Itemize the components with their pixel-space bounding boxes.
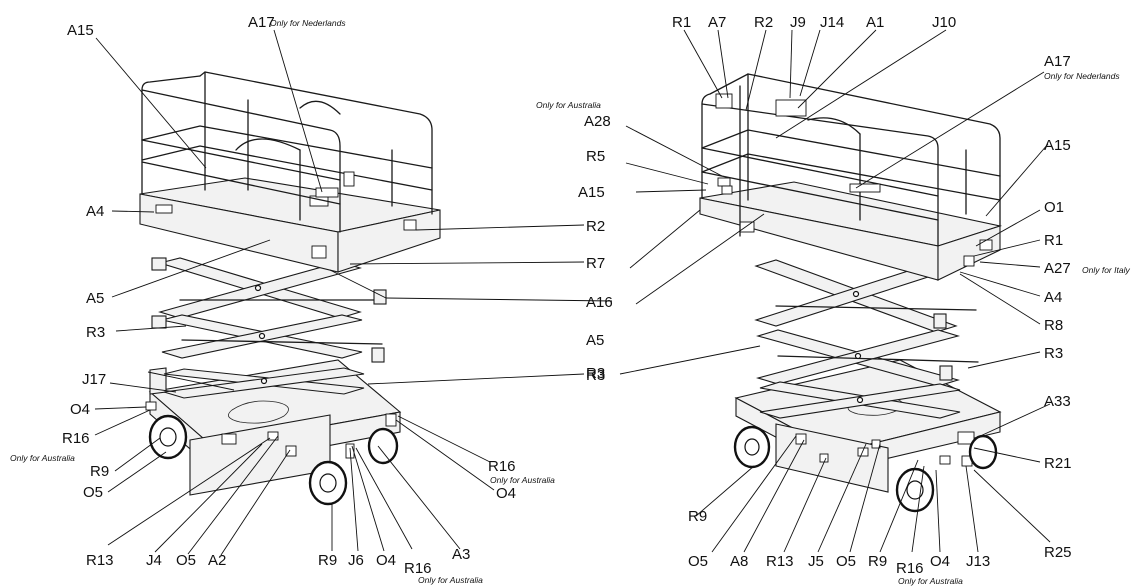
- label-a4: A4: [86, 203, 104, 220]
- label-r2-top: R2: [754, 14, 773, 31]
- label-a17: A17: [248, 14, 275, 31]
- note-only-australia-bottom-right: Only for Australia: [898, 576, 963, 586]
- label-o1: O1: [1044, 199, 1064, 216]
- label-r3-mid-right: R3: [586, 365, 605, 382]
- left-guard-rails: [141, 71, 433, 233]
- note-only-nederlands-right: Only for Nederlands: [1044, 71, 1120, 81]
- note-only-australia-right: Only for Australia: [490, 475, 555, 485]
- label-r13-right: R13: [766, 553, 794, 570]
- label-a27: A27: [1044, 260, 1071, 277]
- label-a4-right: A4: [1044, 289, 1062, 306]
- label-j13: J13: [966, 553, 990, 570]
- label-o5: O5: [83, 484, 103, 501]
- label-a1: A1: [866, 14, 884, 31]
- label-j14: J14: [820, 14, 844, 31]
- label-r16: R16: [62, 430, 90, 447]
- label-o4: O4: [70, 401, 90, 418]
- label-a15-right: A15: [1044, 137, 1071, 154]
- label-r21: R21: [1044, 455, 1072, 472]
- left-wheels: [148, 414, 399, 506]
- label-j4: J4: [146, 552, 162, 569]
- label-j9: J9: [790, 14, 806, 31]
- label-o4-right-bottom: O4: [930, 553, 950, 570]
- right-guard-rails: [701, 73, 1001, 247]
- left-platform: [139, 177, 441, 273]
- label-o5-right-bottom: O5: [836, 553, 856, 570]
- label-a3: A3: [452, 546, 470, 563]
- label-r16-right-bottom: R16: [896, 560, 924, 577]
- label-r5: R5: [586, 148, 605, 165]
- left-chassis: [145, 359, 402, 496]
- label-r8: R8: [1044, 317, 1063, 334]
- note-only-italy: Only for Italy: [1082, 265, 1130, 275]
- label-o5-bottom: O5: [176, 552, 196, 569]
- label-r1: R1: [672, 14, 691, 31]
- label-a5: A5: [86, 290, 104, 307]
- label-r9-bottom: R9: [318, 552, 337, 569]
- right-wheels: [733, 425, 998, 513]
- label-r9: R9: [90, 463, 109, 480]
- label-a5-right: A5: [586, 332, 604, 349]
- label-r9-right-bottom: R9: [868, 553, 887, 570]
- label-r1-side: R1: [1044, 232, 1063, 249]
- label-a8: A8: [730, 553, 748, 570]
- label-j6: J6: [348, 552, 364, 569]
- label-r3-right: R3: [1044, 345, 1063, 362]
- label-r16-bottom: R16: [404, 560, 432, 577]
- label-j10: J10: [932, 14, 956, 31]
- right-leader-lines: [619, 29, 1051, 553]
- left-leader-lines: [94, 29, 613, 556]
- scissor-lift-left-view: A15 A17 Only for Nederlands A4 A5 R3 J17…: [10, 14, 613, 585]
- label-j5: J5: [808, 553, 824, 570]
- label-r9-right-left: R9: [688, 508, 707, 525]
- label-a17-right: A17: [1044, 53, 1071, 70]
- right-platform: [699, 177, 1003, 281]
- left-labels: A15 A17 Only for Nederlands A4 A5 R3 J17…: [10, 14, 613, 585]
- scissor-lift-right-view: R1 A7 R2 J9 J14 A1 J10 A17 Only for Nede…: [536, 14, 1130, 586]
- label-a33: A33: [1044, 393, 1071, 410]
- note-only-australia-bottom-left: Only for Australia: [418, 575, 483, 585]
- note-only-nederlands: Only for Nederlands: [270, 18, 346, 28]
- label-o4-right: O4: [496, 485, 516, 502]
- label-a28: A28: [584, 113, 611, 130]
- note-only-australia-a28: Only for Australia: [536, 100, 601, 110]
- label-o5-right-left: O5: [688, 553, 708, 570]
- label-r25: R25: [1044, 544, 1072, 561]
- label-a16: A16: [586, 294, 613, 311]
- label-r3: R3: [86, 324, 105, 341]
- label-o4-bottom: O4: [376, 552, 396, 569]
- right-scissor-stack: [754, 259, 979, 419]
- label-r7: R7: [586, 255, 605, 272]
- label-a2: A2: [208, 552, 226, 569]
- label-a7: A7: [708, 14, 726, 31]
- left-scissor-stack: [151, 257, 387, 399]
- label-a15: A15: [67, 22, 94, 39]
- right-labels: R1 A7 R2 J9 J14 A1 J10 A17 Only for Nede…: [536, 14, 1130, 586]
- label-r16-right: R16: [488, 458, 516, 475]
- label-j17: J17: [82, 371, 106, 388]
- label-r2: R2: [586, 218, 605, 235]
- label-r3-mid: R3: [586, 367, 605, 384]
- label-r13: R13: [86, 552, 114, 569]
- label-a15-left: A15: [578, 184, 605, 201]
- note-only-australia-left: Only for Australia: [10, 453, 75, 463]
